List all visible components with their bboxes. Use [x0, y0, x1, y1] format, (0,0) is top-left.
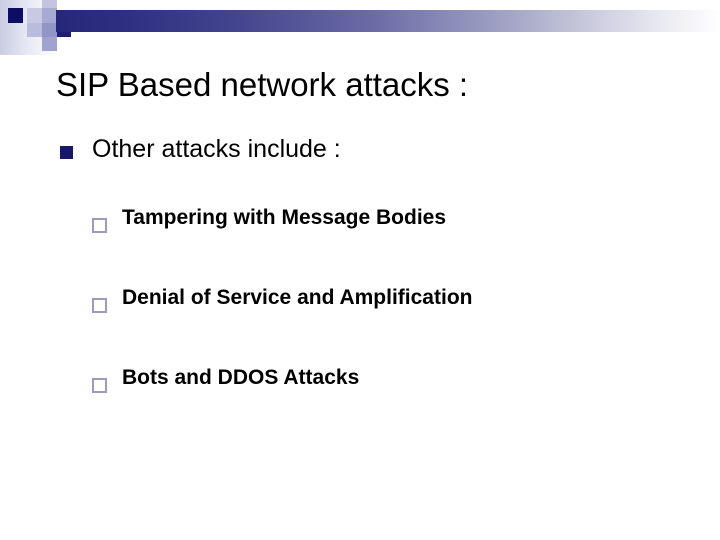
motif-square-mid-2	[42, 23, 57, 37]
list-item: Other attacks include :	[0, 120, 720, 178]
hollow-square-bullet-icon	[92, 218, 107, 233]
list-item-label: Other attacks include :	[92, 135, 341, 163]
motif-square-pale-2	[27, 8, 42, 23]
motif-square-navy	[8, 8, 23, 23]
filled-square-bullet-icon	[60, 146, 73, 159]
list-item: Bots and DDOS Attacks	[0, 338, 720, 418]
slide-body: Other attacks include : Tampering with M…	[0, 120, 720, 418]
motif-square-pale-3	[27, 23, 42, 37]
page-title: SIP Based network attacks :	[56, 66, 469, 104]
motif-square-mid-1	[42, 8, 57, 23]
list-item: Denial of Service and Amplification	[0, 258, 720, 338]
motif-square-mid-3	[42, 37, 57, 51]
list-item-label: Tampering with Message Bodies	[122, 206, 447, 229]
motif-square-pale-1	[42, 0, 57, 12]
hollow-square-bullet-icon	[92, 378, 107, 393]
gradient-band	[56, 10, 720, 32]
hollow-square-bullet-icon	[92, 298, 107, 313]
list-item-label: Denial of Service and Amplification	[122, 286, 473, 309]
motif-gradient-wash	[0, 0, 58, 55]
list-item-label: Bots and DDOS Attacks	[122, 366, 360, 389]
list-item: Tampering with Message Bodies	[0, 178, 720, 258]
